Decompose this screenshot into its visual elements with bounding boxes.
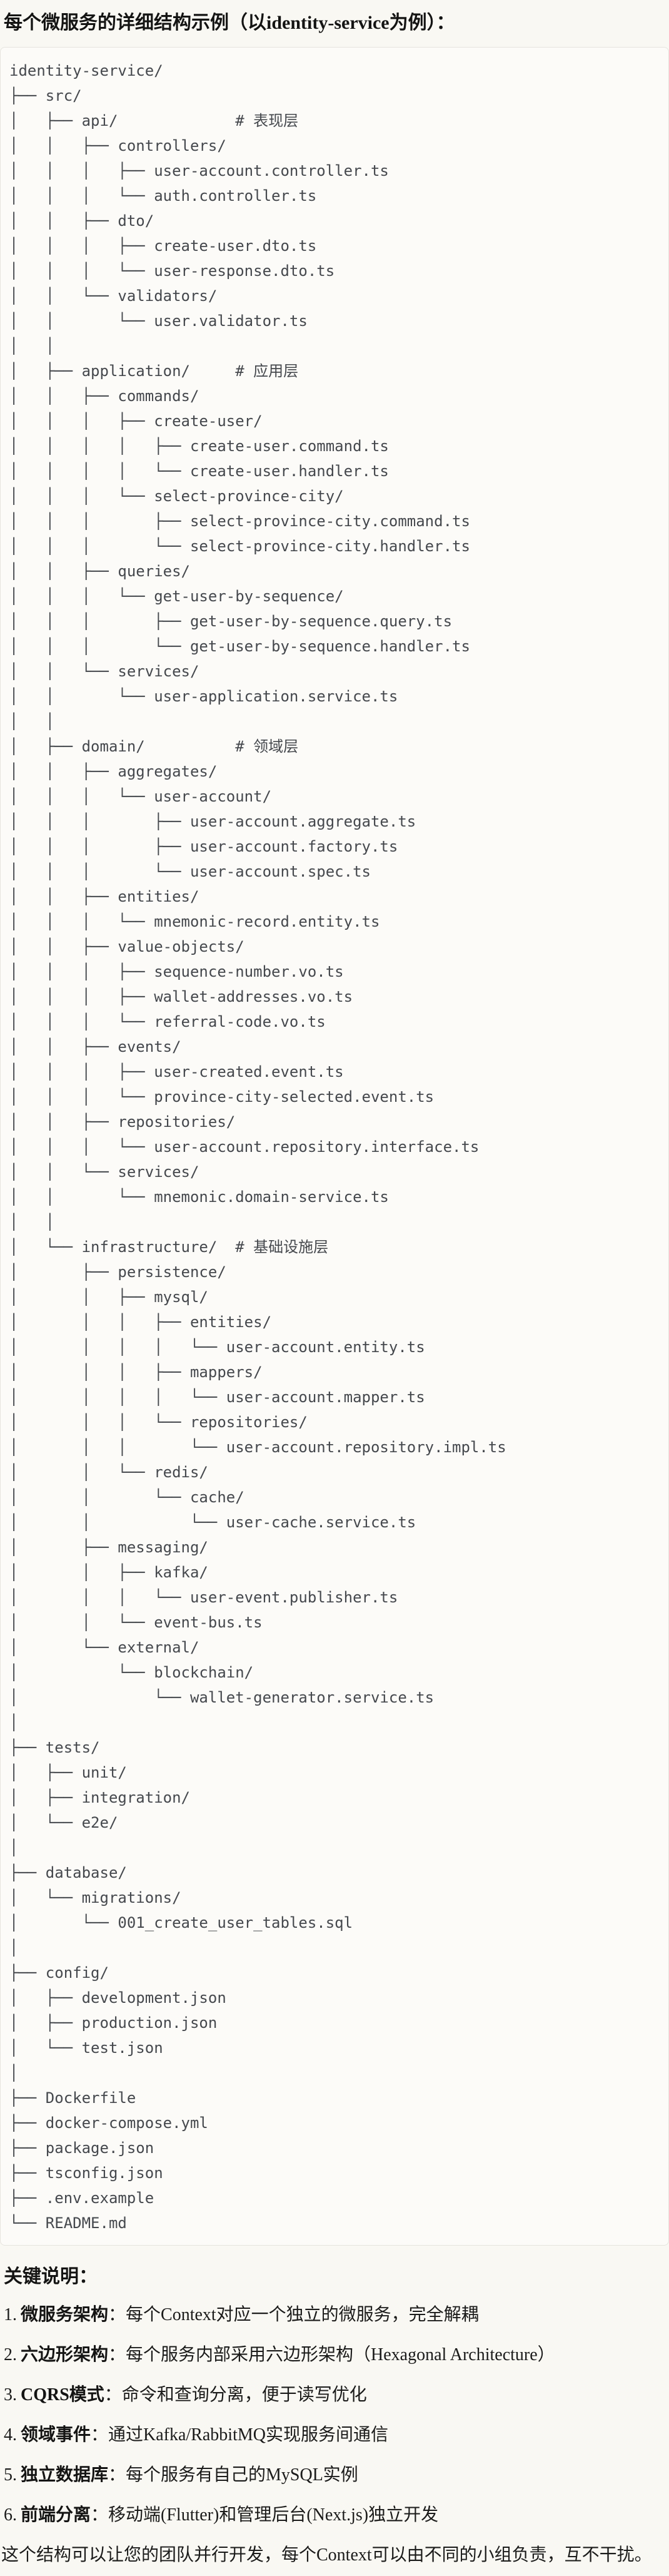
note-number: 6. — [4, 2505, 17, 2525]
note-number: 5. — [4, 2465, 17, 2485]
note-term: CQRS模式 — [21, 2385, 104, 2405]
note-description: ：移动端(Flutter)和管理后台(Next.js)独立开发 — [91, 2505, 439, 2525]
note-description: ：每个服务有自己的MySQL实例 — [108, 2465, 358, 2485]
directory-tree-block: identity-service/ ├── src/ │ ├── api/ # … — [0, 47, 669, 2246]
notes-list: 1.微服务架构：每个Context对应一个独立的微服务，完全解耦 2.六边形架构… — [4, 2304, 669, 2527]
note-item: 1.微服务架构：每个Context对应一个独立的微服务，完全解耦 — [4, 2304, 669, 2326]
note-description: ：命令和查询分离，便于读写优化 — [104, 2385, 367, 2405]
note-description: ：通过Kafka/RabbitMQ实现服务间通信 — [91, 2425, 388, 2445]
note-term: 独立数据库 — [21, 2465, 109, 2485]
note-number: 4. — [4, 2425, 17, 2445]
note-item: 5.独立数据库：每个服务有自己的MySQL实例 — [4, 2464, 669, 2487]
note-item: 6.前端分离：移动端(Flutter)和管理后台(Next.js)独立开发 — [4, 2504, 669, 2527]
note-item: 3.CQRS模式：命令和查询分离，便于读写优化 — [4, 2384, 669, 2406]
note-number: 3. — [4, 2385, 17, 2405]
note-item: 2.六边形架构：每个服务内部采用六边形架构（Hexagonal Architec… — [4, 2344, 669, 2366]
note-description: ：每个服务内部采用六边形架构（Hexagonal Architecture） — [108, 2345, 555, 2365]
directory-tree-text: identity-service/ ├── src/ │ ├── api/ # … — [9, 62, 506, 2232]
note-item: 4.领域事件：通过Kafka/RabbitMQ实现服务间通信 — [4, 2424, 669, 2446]
notes-heading: 关键说明： — [4, 2266, 98, 2287]
note-term: 微服务架构 — [21, 2305, 109, 2324]
note-description: ：每个Context对应一个独立的微服务，完全解耦 — [108, 2305, 479, 2324]
note-term: 六边形架构 — [21, 2345, 109, 2365]
note-number: 1. — [4, 2305, 17, 2324]
note-term: 前端分离 — [21, 2505, 91, 2525]
page-title: 每个微服务的详细结构示例（以identity-service为例）： — [4, 13, 455, 33]
conclusion-text: 这个结构可以让您的团队并行开发，每个Context可以由不同的小组负责，互不干扰… — [1, 2545, 652, 2565]
note-number: 2. — [4, 2345, 17, 2365]
note-term: 领域事件 — [21, 2425, 91, 2445]
